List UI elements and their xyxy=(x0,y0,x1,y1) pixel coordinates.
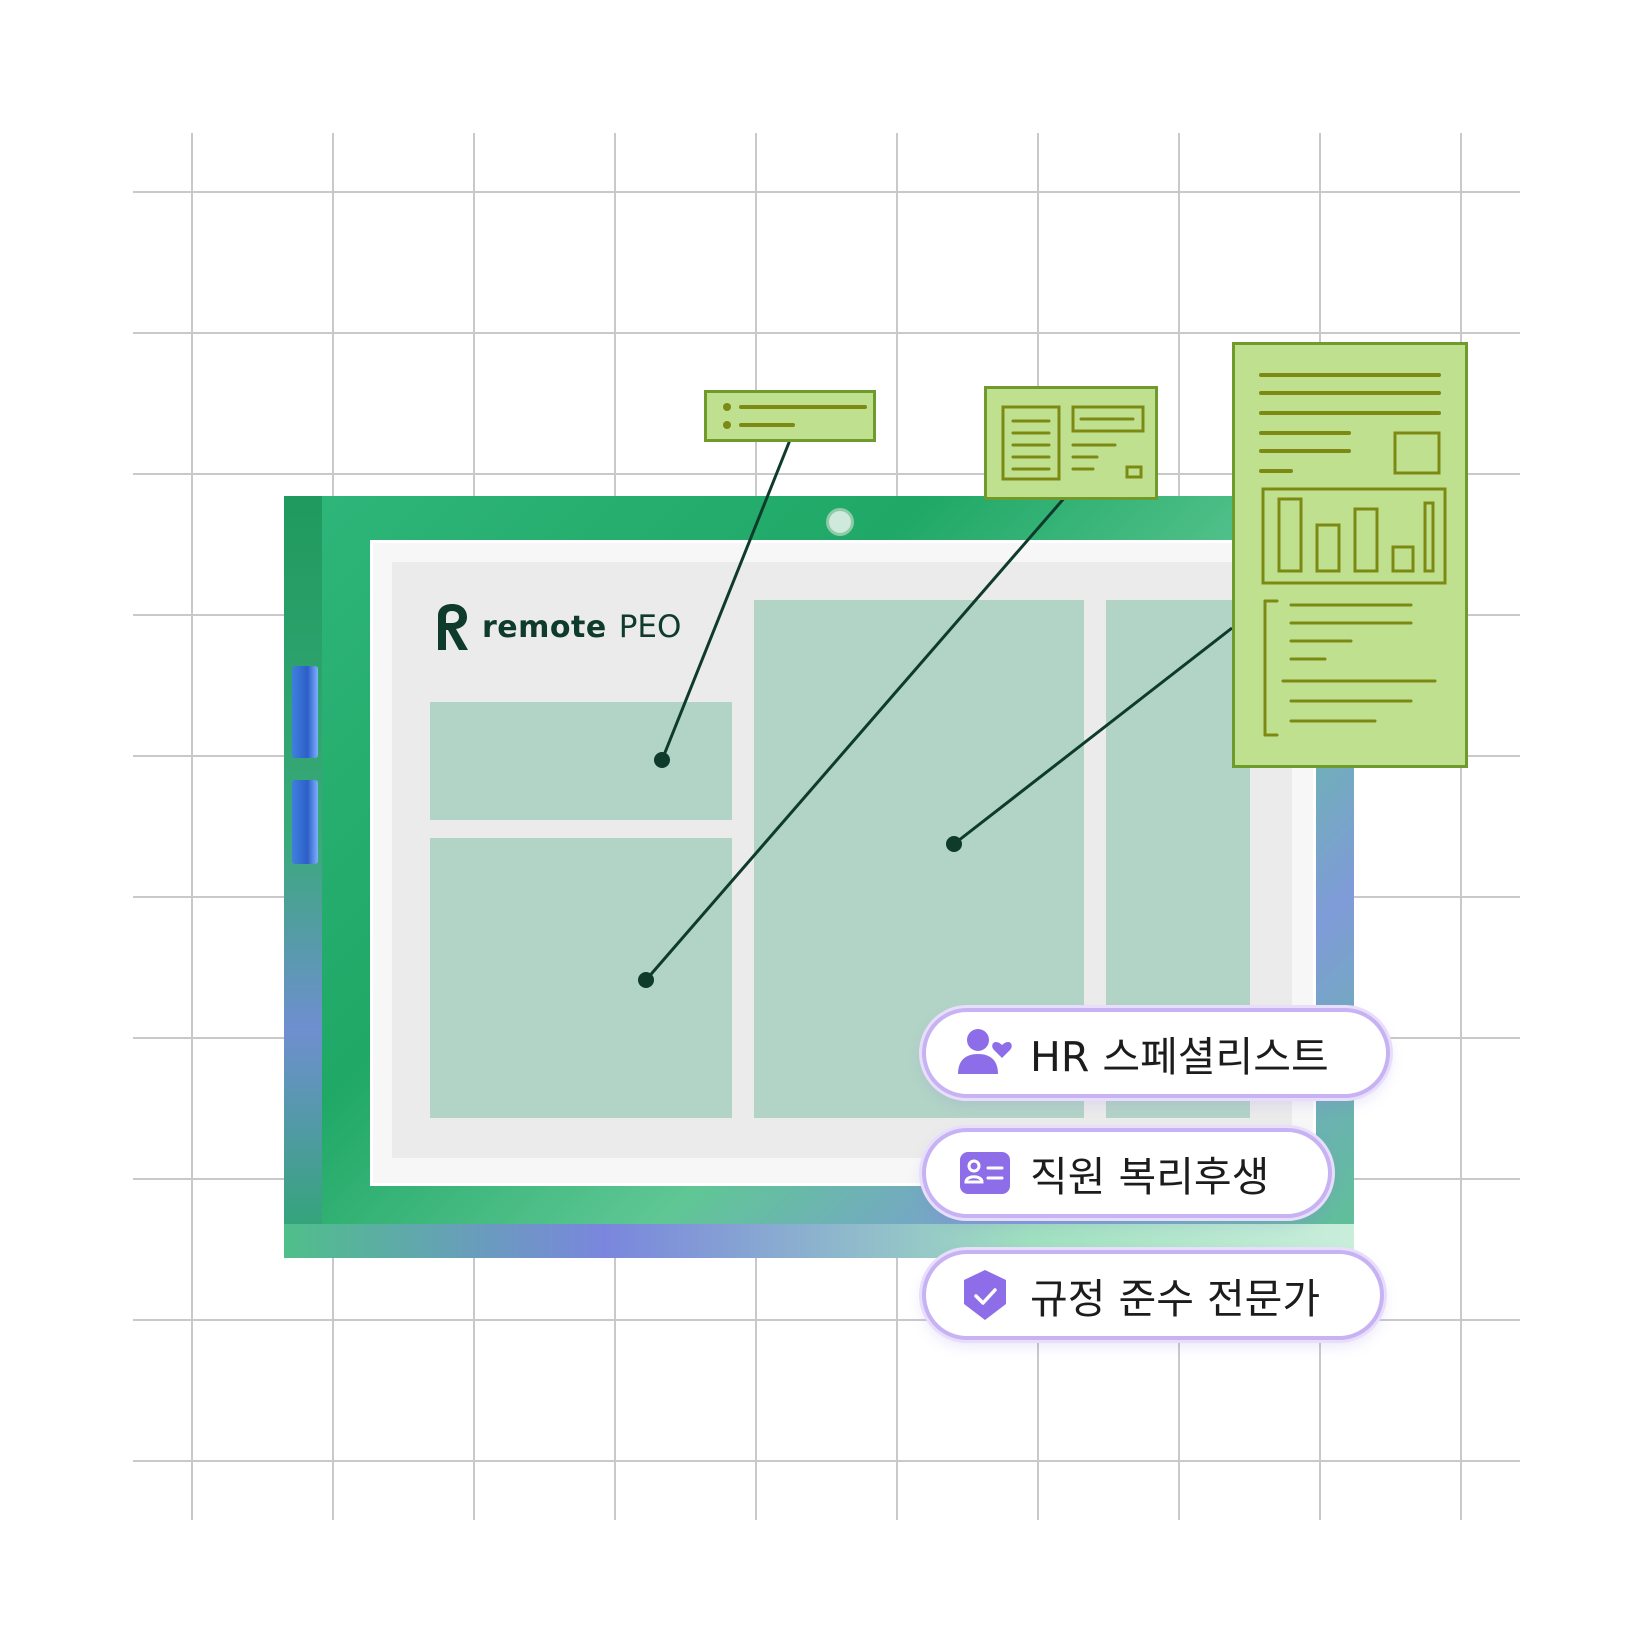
remote-logo-icon xyxy=(438,604,468,650)
person-heart-icon xyxy=(958,1029,1012,1074)
tablet-side-bevel xyxy=(284,496,322,1258)
camera-icon xyxy=(826,508,854,536)
layout-icon xyxy=(1001,405,1145,481)
floating-card-report xyxy=(1232,342,1468,768)
dashboard-panel-small xyxy=(430,702,732,820)
connector-dot-2 xyxy=(638,972,654,988)
feature-label: 직원 복리후생 xyxy=(1030,1153,1270,1201)
dashboard-panel-bottom-left xyxy=(430,838,732,1118)
brand-wordmark: remote xyxy=(482,609,607,645)
tablet-volume-button-up xyxy=(292,666,318,758)
feature-pill-compliance-expert: 규정 준수 전문가 xyxy=(922,1250,1384,1340)
tablet-volume-button-down xyxy=(292,780,318,864)
feature-pill-hr-specialist: HR 스페셜리스트 xyxy=(922,1008,1390,1098)
feature-pill-employee-benefits: 직원 복리후생 xyxy=(922,1128,1332,1218)
shield-check-icon xyxy=(964,1270,1006,1320)
report-icon xyxy=(1259,373,1447,737)
id-card-icon xyxy=(960,1152,1010,1194)
connector-line-2 xyxy=(644,495,1068,981)
feature-label: HR 스페셜리스트 xyxy=(1030,1033,1329,1081)
floating-card-list xyxy=(704,390,876,442)
connector-line-1 xyxy=(660,439,792,761)
connector-dot-3 xyxy=(946,836,962,852)
feature-label: 규정 준수 전문가 xyxy=(1030,1275,1321,1323)
connector-dot-1 xyxy=(654,752,670,768)
list-icon xyxy=(723,403,867,429)
floating-card-layout xyxy=(984,386,1158,500)
brand-product: PEO xyxy=(618,609,682,645)
connector-line-3 xyxy=(953,626,1233,846)
remote-peo-logo: remote PEO xyxy=(434,602,681,652)
